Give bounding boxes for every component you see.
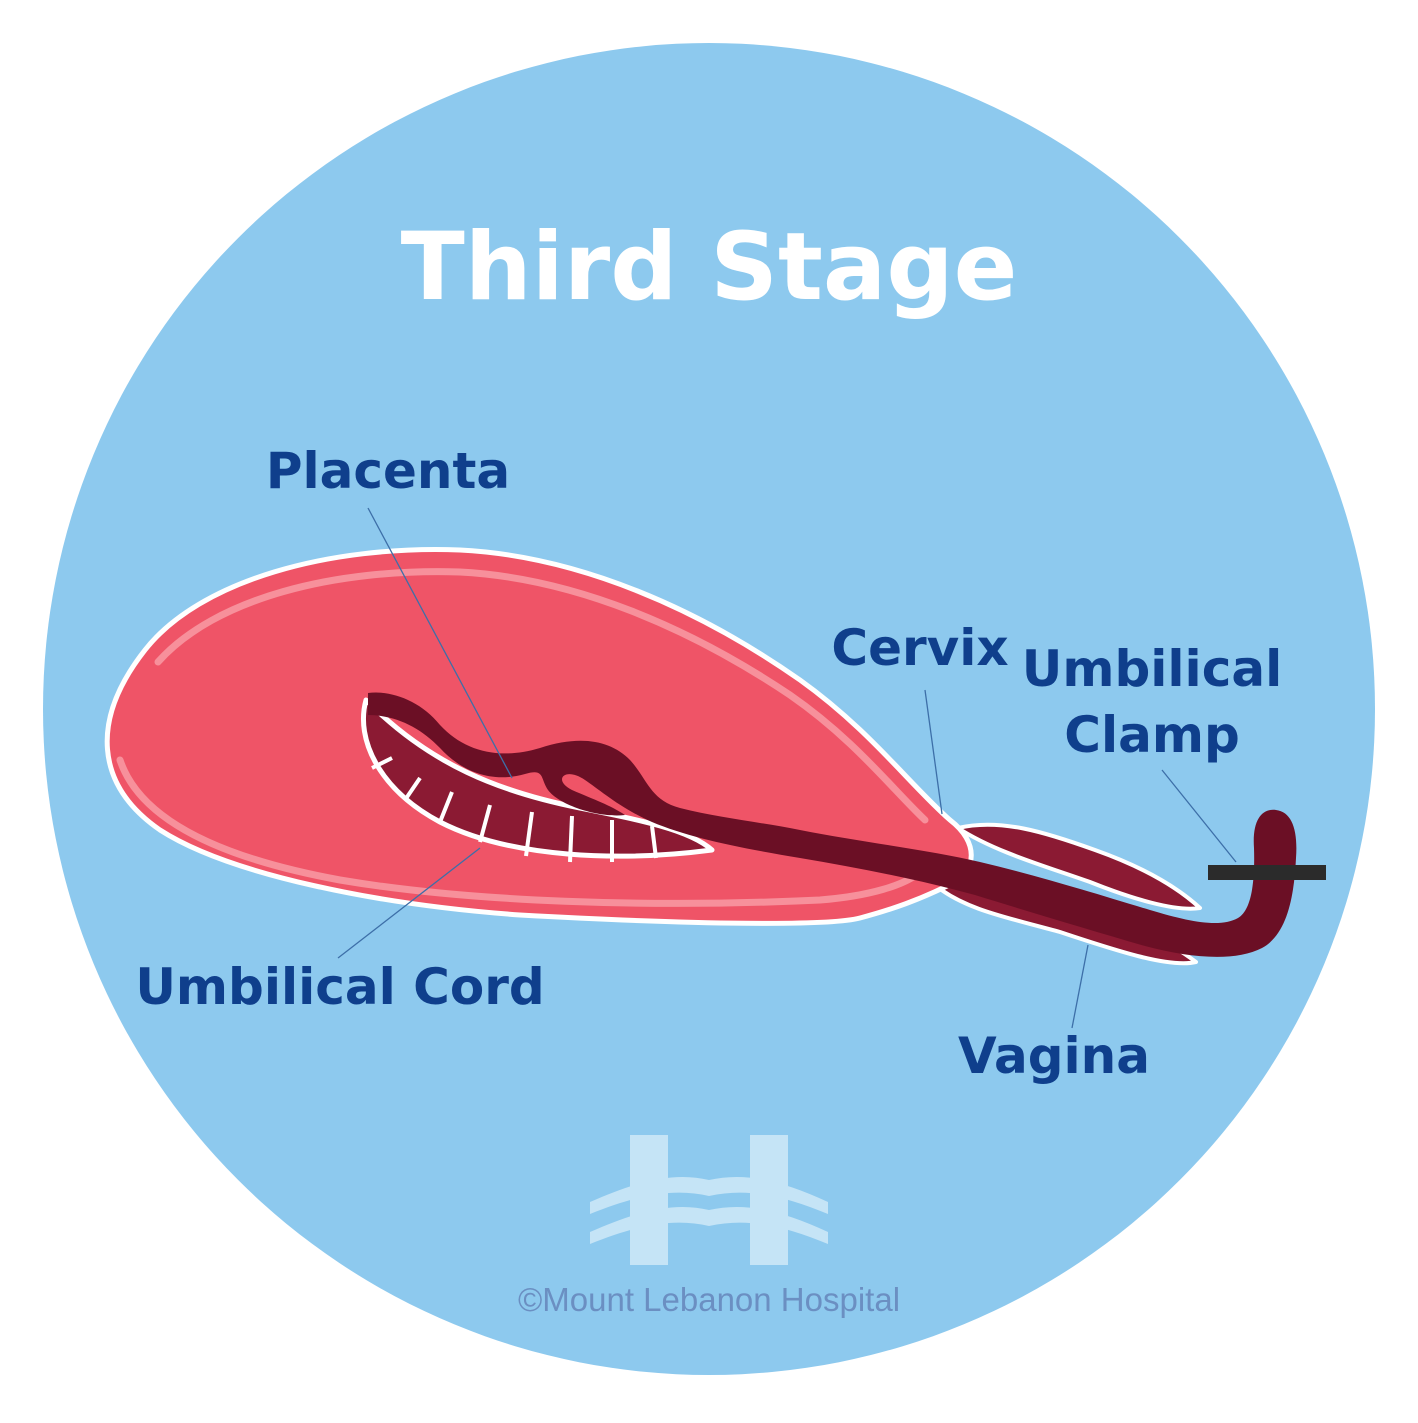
- hospital-credit: ©Mount Lebanon Hospital: [518, 1281, 900, 1318]
- umbilical-clamp-leader-line: [1161, 769, 1237, 863]
- hospital-h-logo-icon: [590, 1135, 828, 1265]
- umbilical-cord-leader-line: [337, 847, 481, 959]
- umbilical-clamp-shape: [1208, 865, 1326, 880]
- umbilical-clamp-label-line1: Umbilical: [1022, 640, 1282, 698]
- placenta-leader-line: [367, 507, 513, 779]
- cervix-label: Cervix: [831, 619, 1008, 677]
- umbilical-clamp-label-line2: Clamp: [1064, 706, 1239, 764]
- page-title: Third Stage: [401, 213, 1018, 322]
- placenta-label: Placenta: [266, 442, 510, 500]
- umbilical-cord-shape: [368, 692, 1297, 957]
- umbilical-cord-label: Umbilical Cord: [135, 958, 544, 1016]
- cervix-leader-line: [924, 689, 943, 815]
- placenta-shape: [360, 697, 715, 863]
- vagina-leader-line: [1071, 944, 1089, 1029]
- vagina-label: Vagina: [958, 1027, 1150, 1085]
